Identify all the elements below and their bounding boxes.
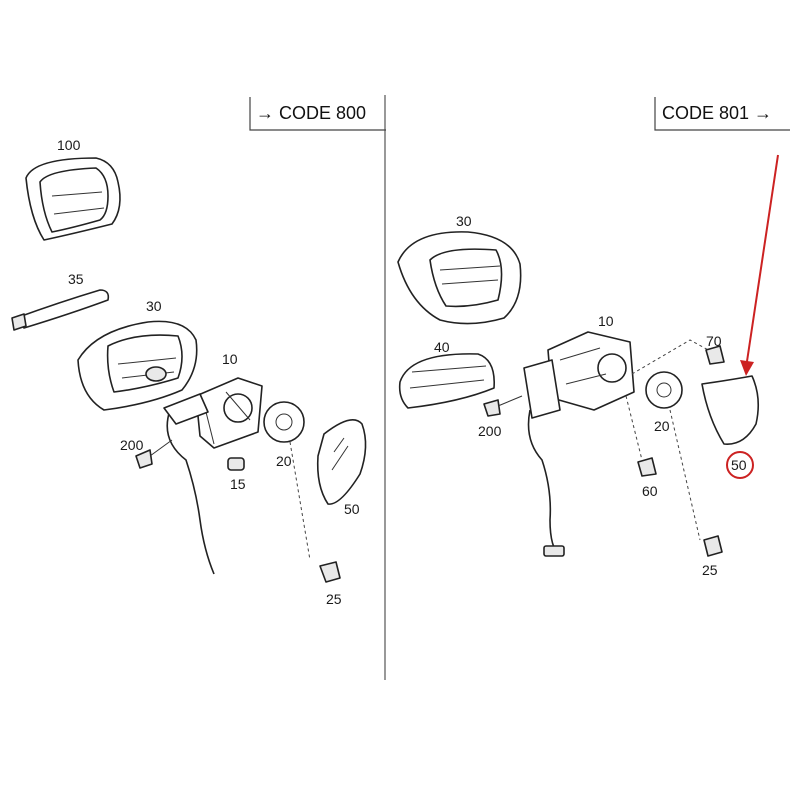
part-35-turn-signal <box>11 289 110 331</box>
part-20-adjuster-left <box>263 401 305 443</box>
callout-50: 50 <box>344 501 360 517</box>
part-100-cover-frame <box>25 157 121 241</box>
highlight-circle <box>726 451 754 479</box>
callout-10-right: 10 <box>598 313 614 329</box>
part-70-screw <box>705 345 725 365</box>
callout-30-right: 30 <box>456 213 472 229</box>
callout-25: 25 <box>326 591 342 607</box>
callout-40: 40 <box>434 339 450 355</box>
callout-10: 10 <box>222 351 238 367</box>
part-50-glass-left <box>316 418 367 505</box>
callout-100: 100 <box>57 137 81 153</box>
callout-20-right: 20 <box>654 418 670 434</box>
leader-70 <box>631 339 713 375</box>
callout-200-right: 200 <box>478 423 502 439</box>
right-mount-bracket <box>523 359 561 419</box>
part-30-housing-right <box>397 231 522 325</box>
callout-25-right: 25 <box>702 562 718 578</box>
code-800-header: → CODE 800 <box>249 97 386 131</box>
leader-60 <box>625 395 643 461</box>
code-801-header: CODE 801 → <box>654 97 790 131</box>
part-50-glass-right <box>701 375 760 445</box>
callout-35: 35 <box>68 271 84 287</box>
callout-200: 200 <box>120 437 144 453</box>
right-wire-harness <box>527 409 561 557</box>
part-25-screw-left <box>319 561 341 583</box>
callout-50-right: 50 <box>731 457 747 473</box>
part-20-adjuster-right <box>645 371 683 409</box>
leader-25-left <box>289 441 311 561</box>
part-60-screw <box>637 457 657 477</box>
callout-15: 15 <box>230 476 246 492</box>
part-15-bulb <box>227 457 245 471</box>
leader-25-right <box>669 409 701 541</box>
left-mount-bracket <box>163 393 209 425</box>
callout-20: 20 <box>276 453 292 469</box>
callout-60: 60 <box>642 483 658 499</box>
right-connector <box>543 545 565 557</box>
part-40-lower-cover <box>398 353 495 409</box>
highlight-arrow <box>740 154 779 376</box>
part-25-screw-right <box>703 535 723 557</box>
code-800-label: → CODE 800 <box>256 103 366 123</box>
part-200-screw-left <box>135 439 173 469</box>
part-10-actuator <box>195 377 263 449</box>
part-30-housing <box>77 320 198 411</box>
callout-30: 30 <box>146 298 162 314</box>
left-wire-harness <box>166 409 215 575</box>
part-10-actuator-right <box>547 331 635 411</box>
part-200-screw-right <box>483 395 523 417</box>
callout-70: 70 <box>706 333 722 349</box>
code-801-label: CODE 801 → <box>662 103 772 123</box>
